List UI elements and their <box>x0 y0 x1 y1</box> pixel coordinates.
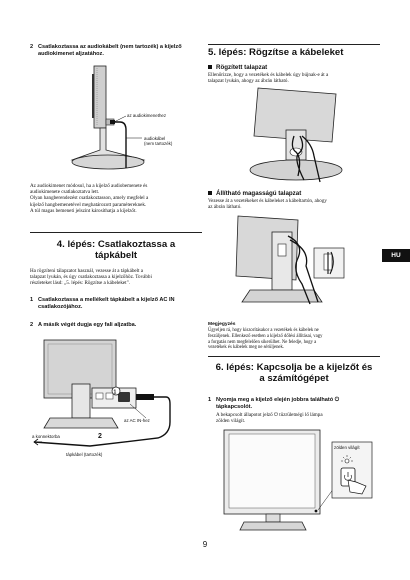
text-line: vezetékek és kábelek meg ne sérüljenek. <box>208 345 285 351</box>
step-text: Csatlakoztassa az audiokábelt (nem tarto… <box>38 44 182 57</box>
text-line: Ellenőrizze, hogy a vezetékek és kábelek… <box>208 72 329 78</box>
step-number: 1 <box>208 397 212 403</box>
power-cable-figure: 1 2 az AC IN-hez a konnektorba tápkábel … <box>32 339 171 457</box>
section6-title: 6. lépés: Kapcsolja be a kijelzőt és a s… <box>208 362 380 384</box>
adjustable-stand-text: Vezesse át a vezetékeket és kábeleket a … <box>208 198 380 210</box>
text-line: feszüljenek. Ellenkező esetben a kijelző… <box>208 333 323 339</box>
page-number: 9 <box>202 540 208 549</box>
section-rule <box>30 232 202 234</box>
power-paragraph: Ha rögzíteni tálapzatot használ, vezesse… <box>30 268 202 287</box>
power-cable <box>33 396 171 447</box>
text-line: tápkapcsolót. <box>216 403 253 410</box>
step-number: 2 <box>30 322 34 328</box>
title-line: a számítógépet <box>259 373 329 384</box>
text-line: A bekapcsolt állapotot jelző ⏻ tüzrületn… <box>216 412 323 418</box>
step-text: Csatlakoztassa a mellékelt tápkábelt a k… <box>38 297 175 310</box>
label-not-included: (nem tartozék) <box>144 141 173 146</box>
label-ac-in: az AC IN-hez <box>124 418 150 423</box>
label-outlet: a konnektorba <box>32 434 60 439</box>
power-on-text: A bekapcsolt állapotot jelző ⏻ tüzrületn… <box>216 412 380 424</box>
subheading-adjustable-stand: Állítható magasságú talapzat <box>208 190 380 197</box>
text-line: kijelző hangbemenetével meghatározott pa… <box>30 201 147 208</box>
fixed-stand-text: Ellenőrizze, hogy a vezetékek és kábelek… <box>208 72 380 84</box>
section4-title: 4. lépés: Csatlakoztassa a tápkábelt <box>30 239 202 261</box>
text-line: Olyan hangberendezést csatlakoztasson, a… <box>30 195 149 202</box>
text-line: A túl magas bemeneti jelszint károsíthat… <box>30 207 137 214</box>
square-bullet-icon <box>208 65 212 70</box>
step-text: A másik végét dugja egy fali aljzatba. <box>38 322 137 328</box>
square-bullet-icon <box>208 191 212 196</box>
finger-icon <box>347 479 367 495</box>
label-green-light: zölden világít <box>334 445 360 450</box>
section5-title: 5. lépés: Rögzítse a kábeleket <box>208 47 344 58</box>
step-number: 1 <box>30 297 34 303</box>
subheading-text: Rögzített talapzat <box>216 64 268 71</box>
title-line: 4. lépés: Csatlakoztassa a <box>56 239 176 250</box>
label-audio-cable: audiokábel <box>144 136 165 141</box>
audio-paragraph: Az audiokimenet módosul, ha a kijelző au… <box>30 183 202 214</box>
subheading-text: Állítható magasságú talapzat <box>216 190 302 197</box>
text-line: az ábrán látható. <box>208 204 242 211</box>
title-line: 6. lépés: Kapcsolja be a kijelzőt és <box>215 362 373 373</box>
section-rule <box>208 356 380 358</box>
title-line: tápkábelt <box>94 250 138 261</box>
text-line: a forgatás nem megfelelően sikerülhet. N… <box>208 339 317 345</box>
section-rule <box>208 44 380 46</box>
audio-cable <box>112 121 127 168</box>
text-line: részleteket lásd: „5. lépés: Rögzítse a … <box>30 280 130 287</box>
text-line: Ha rögzíteni tálapzatot használ, vezesse… <box>30 268 143 274</box>
cables <box>287 235 319 305</box>
text-line: talapzat lyukán, ahogy az ábrán látható. <box>208 78 289 85</box>
step-text: Nyomja meg a kijelző elején jobbra talál… <box>216 397 380 410</box>
text-line: Az audiokimenet módosul, ha a kijelző au… <box>30 183 148 189</box>
step-number: 2 <box>30 44 34 50</box>
text-line: zölden világít. <box>216 418 246 425</box>
text-line: Nyomja meg a kijelző elején jobbra talál… <box>216 397 340 403</box>
power-on-figure: zölden világít <box>223 429 373 531</box>
cables <box>291 135 321 183</box>
text-line: audiokimenete csatlakoztatva lett. <box>30 189 100 196</box>
marker-2: 2 <box>98 433 102 440</box>
label-power-cable: tápkábel (tartozék) <box>66 452 103 457</box>
power-led-icon <box>341 455 353 464</box>
monitor-side <box>93 65 107 129</box>
text-line: talapzat lyukán, és úgy csatlakoztassa a… <box>30 274 152 281</box>
subheading-fixed-stand: Rögzített talapzat <box>208 64 380 71</box>
fixed-stand-figure <box>249 87 343 183</box>
zoom-box <box>313 247 345 279</box>
label-audio-out: az audiokimenethez <box>127 113 166 118</box>
text-line: Ügyeljen rá, hogy kiszorításakor a vezet… <box>208 328 319 333</box>
note-heading: Megjegyzés <box>208 322 236 327</box>
text-line: Vezesse át a vezetékeket és kábeleket a … <box>208 198 327 204</box>
audio-cable-figure: az audiokimenethez audiokábel (nem tarto… <box>70 65 173 170</box>
monitor-rear <box>253 87 337 143</box>
language-tab: HU <box>382 249 410 262</box>
adjustable-stand-figure <box>235 215 345 305</box>
note-text: Ügyeljen rá, hogy kiszorításakor a vezet… <box>208 328 380 351</box>
marker-1: 1 <box>114 390 117 396</box>
